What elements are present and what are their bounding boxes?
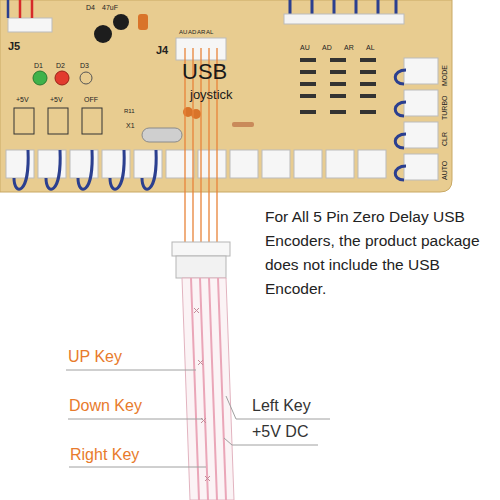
pin-label: AD [188,29,196,36]
pin-label: AL [206,29,213,36]
connector-housing [102,150,130,178]
port-label: AUTO [441,161,449,180]
board-subtitle: joystick [190,88,233,102]
connector-housing [404,122,438,148]
led [33,71,47,85]
connector-housing [262,150,290,178]
part-label: X1 [126,122,135,130]
connector-housing [166,150,194,178]
resistor-symbol [300,60,376,112]
wire-label: Left Key [252,397,311,415]
part-label: D1 [34,62,43,70]
cable-connector [176,256,226,278]
connector-housing [404,58,438,84]
pcb-board [0,0,452,192]
connector-housing [134,150,162,178]
pin-label: OFF [84,96,98,104]
pin-label: +5V [16,96,29,104]
led [55,71,69,85]
pin-label: +5V [50,96,63,104]
header-outline [48,108,68,134]
connector-housing [198,150,226,178]
connector-housing [6,150,34,178]
wire [20,0,32,18]
header-outline [14,108,34,134]
connector-housing [326,150,354,178]
cable-mark [194,308,210,481]
capacitor-symbol [138,14,148,30]
connector-housing [38,150,66,178]
pin-label: AD [322,44,332,52]
callout-line [66,370,330,467]
part-label: R11 [124,108,135,115]
port-label: MODE [441,65,449,86]
pin-label: AL [366,44,375,52]
resistor-symbol [232,122,254,127]
capacitor-symbol [113,14,129,30]
connector-label: J4 [156,44,168,56]
port-label: CLR [441,132,449,146]
part-label: D4 [86,4,95,12]
port-label: TURBO [441,96,449,121]
part-label: D3 [80,62,89,70]
wire [14,70,406,189]
connector-housing [230,150,258,178]
crystal [142,128,182,142]
board-title: USB [182,60,227,84]
pin-label: AU [179,29,187,36]
wire-label: Down Key [69,397,142,415]
connector-housing [404,90,438,116]
connector-housing [358,150,386,178]
part-label: D2 [56,62,65,70]
wire [7,0,10,18]
connector-label: J5 [8,40,20,52]
connector-housing [294,150,322,178]
header-outline [82,108,102,134]
capacitor-symbol [94,25,112,43]
part-label: 47uF [102,4,118,12]
connector-housing [70,150,98,178]
note-text: For All 5 Pin Zero Delay USB Encoders, t… [265,205,497,301]
pin-label: AR [344,44,354,52]
wire-label: +5V DC [252,423,308,441]
led-outline [80,72,92,84]
connector-housing [8,18,52,32]
wire-label: Right Key [70,446,139,464]
pin-label: AR [197,29,205,36]
pin-label: AU [300,44,310,52]
connector-housing [404,154,438,180]
connector-housing [284,14,404,24]
cable-connector [172,242,230,256]
wire-label: UP Key [68,348,122,366]
